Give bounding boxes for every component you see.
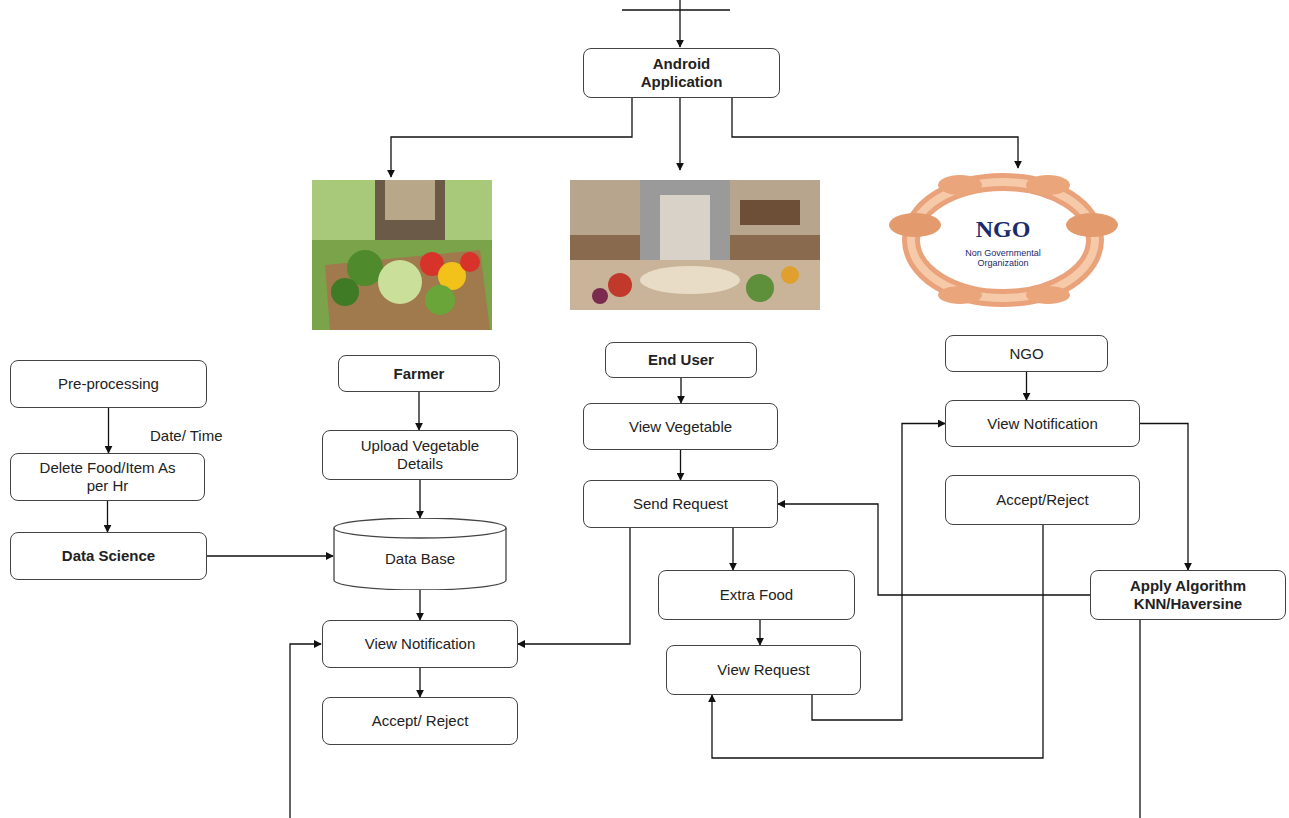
process-box: View Vegetable <box>583 403 778 450</box>
flow-arrow <box>759 620 760 645</box>
app-box: Android Application <box>583 48 780 98</box>
actor-box: Farmer <box>338 355 500 392</box>
process-box: Delete Food/Item As per Hr <box>10 453 205 501</box>
node-text: Delete Food/Item As per Hr <box>38 459 178 495</box>
node-text: Apply Algorithm KNN/Haversine <box>1099 577 1277 613</box>
kitchen-picture <box>570 180 820 310</box>
flow-arrow <box>1140 424 1188 571</box>
node-text: View Vegetable <box>629 418 732 436</box>
process-box: Apply Algorithm KNN/Haversine <box>1090 570 1286 620</box>
logo-subtext: Non Governmental Organization <box>953 248 1053 269</box>
node-text: Send Request <box>633 495 728 513</box>
node-text: View Notification <box>987 415 1098 433</box>
node-text: Accept/ Reject <box>372 712 469 730</box>
ngo-picture <box>885 173 1120 305</box>
process-box: Pre-processing <box>10 360 207 408</box>
flow-arrow <box>518 528 630 644</box>
flow-arrow <box>419 480 420 518</box>
process-box: Data Science <box>10 532 207 580</box>
node-text: Extra Food <box>720 586 793 604</box>
logo-text: NGO <box>948 216 1058 244</box>
flow-arrow <box>108 408 109 453</box>
flow-arrow <box>732 528 733 570</box>
bottom-stubs <box>290 620 1140 818</box>
top-arrow <box>622 0 730 47</box>
node-text: Accept/Reject <box>996 491 1089 509</box>
flow-arrow <box>680 378 681 403</box>
node-text: Pre-processing <box>58 375 159 393</box>
flow-arrow <box>419 590 420 620</box>
node-text: End User <box>648 351 714 369</box>
flow-arrow <box>419 668 420 697</box>
node-text: Data Base <box>385 550 455 568</box>
node-text: Data Science <box>62 547 155 565</box>
process-box: View Request <box>666 645 861 695</box>
flow-arrow <box>207 555 333 556</box>
flow-arrow <box>712 525 1043 758</box>
process-box: Accept/ Reject <box>322 697 518 745</box>
node-text: Android Application <box>627 55 737 91</box>
database-cylinder: Data Base <box>333 518 507 590</box>
flow-arrow <box>107 501 108 532</box>
app-branches <box>391 98 1018 177</box>
process-box: View Notification <box>322 620 518 668</box>
farmer-picture <box>312 180 492 330</box>
actor-box: NGO <box>945 335 1108 372</box>
node-text: NGO <box>1009 345 1043 363</box>
actor-box: End User <box>605 342 757 378</box>
node-text: Farmer <box>394 365 445 383</box>
flow-arrow <box>1026 372 1027 400</box>
node-text: View Request <box>717 661 809 679</box>
annotation-label: Date/ Time <box>150 427 250 444</box>
process-box: Upload Vegetable Details <box>322 430 518 480</box>
process-box: Send Request <box>583 480 778 528</box>
process-box: View Notification <box>945 400 1140 447</box>
node-text: View Notification <box>365 635 476 653</box>
node-text: Upload Vegetable Details <box>345 437 495 473</box>
process-box: Accept/Reject <box>945 475 1140 525</box>
process-box: Extra Food <box>658 570 855 620</box>
flow-arrow <box>680 450 681 480</box>
flow-arrow <box>418 392 419 430</box>
